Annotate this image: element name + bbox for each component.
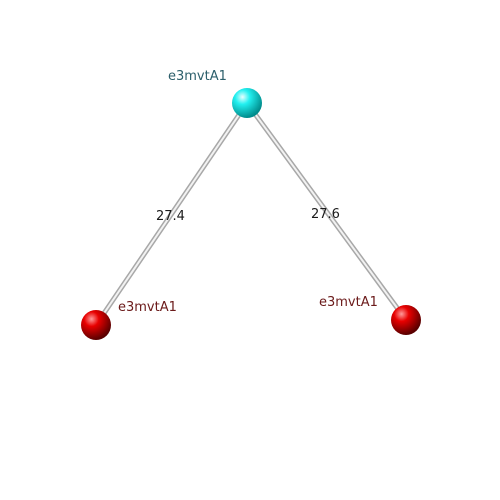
distance-label-top-left: 27.4 — [156, 209, 185, 224]
atom-left-sphere[interactable] — [81, 310, 111, 340]
atom-left-label: e3mvtA1 — [118, 300, 177, 315]
bond-top-left — [93, 100, 250, 328]
bond-top-right — [244, 100, 409, 323]
atom-top-sphere[interactable] — [232, 88, 262, 118]
atom-top-label: e3mvtA1 — [168, 69, 227, 84]
atom-right-sphere[interactable] — [391, 305, 421, 335]
atom-right-label: e3mvtA1 — [319, 295, 378, 310]
distance-label-top-right: 27.6 — [311, 207, 340, 222]
